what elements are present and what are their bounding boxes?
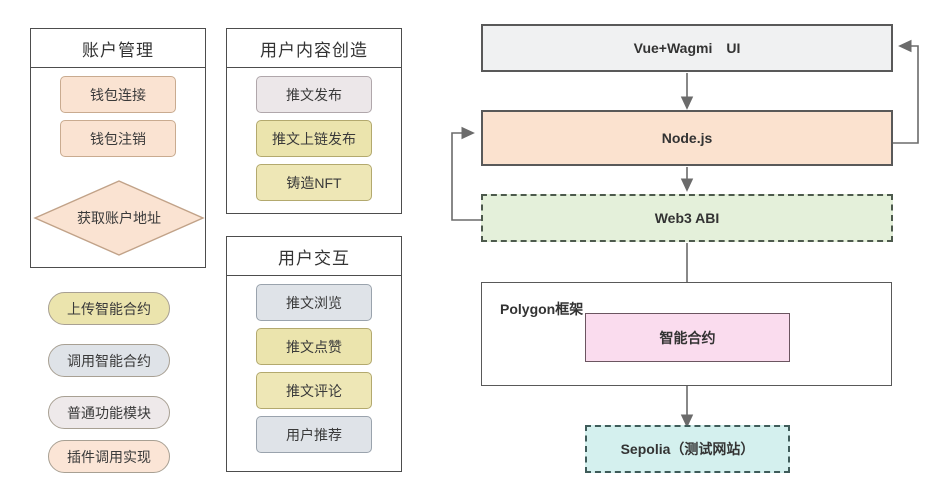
panel-title-account-management: 账户管理: [31, 29, 205, 68]
node-get-account-address-label: 获取账户地址: [77, 210, 161, 226]
node-wallet-connect[interactable]: 钱包连接: [60, 76, 176, 113]
node-tweet-browse[interactable]: 推文浏览: [256, 284, 372, 321]
legend-pill-plugin-invocation[interactable]: 插件调用实现: [48, 440, 170, 473]
panel-body-user-interaction: 推文浏览 推文点赞 推文评论 用户推荐: [227, 275, 401, 471]
panel-user-interaction: 用户交互 推文浏览 推文点赞 推文评论 用户推荐: [226, 236, 402, 472]
panel-body-user-content-creation: 推文发布 推文上链发布 铸造NFT: [227, 67, 401, 213]
flow-node-ui[interactable]: Vue+Wagmi UI: [481, 24, 893, 72]
flow-node-backend[interactable]: Node.js: [481, 110, 893, 166]
flow-node-sepolia[interactable]: Sepolia（测试网站）: [585, 425, 790, 473]
diamond-shape-icon: [33, 180, 205, 256]
panel-title-user-interaction: 用户交互: [227, 237, 401, 276]
flow-container-polygon-label: Polygon框架: [500, 301, 584, 317]
panel-account-management: 账户管理 钱包连接 钱包注销 获取账户地址: [30, 28, 206, 268]
node-mint-nft[interactable]: 铸造NFT: [256, 164, 372, 201]
panel-user-content-creation: 用户内容创造 推文发布 推文上链发布 铸造NFT: [226, 28, 402, 214]
legend-pill-upload-contract[interactable]: 上传智能合约: [48, 292, 170, 325]
legend-pill-common-module[interactable]: 普通功能模块: [48, 396, 170, 429]
node-tweet-onchain-publish[interactable]: 推文上链发布: [256, 120, 372, 157]
node-get-account-address[interactable]: 获取账户地址: [33, 179, 205, 257]
flow-node-web3-abi[interactable]: Web3 ABI: [481, 194, 893, 242]
flow-node-smart-contract[interactable]: 智能合约: [585, 313, 790, 362]
node-user-recommendation[interactable]: 用户推荐: [256, 416, 372, 453]
legend-pill-call-contract[interactable]: 调用智能合约: [48, 344, 170, 377]
node-wallet-logout[interactable]: 钱包注销: [60, 120, 176, 157]
panel-body-account-management: 钱包连接 钱包注销: [31, 67, 205, 267]
node-tweet-publish[interactable]: 推文发布: [256, 76, 372, 113]
node-tweet-like[interactable]: 推文点赞: [256, 328, 372, 365]
node-tweet-comment[interactable]: 推文评论: [256, 372, 372, 409]
flow-container-polygon: [481, 282, 892, 386]
panel-title-user-content-creation: 用户内容创造: [227, 29, 401, 68]
